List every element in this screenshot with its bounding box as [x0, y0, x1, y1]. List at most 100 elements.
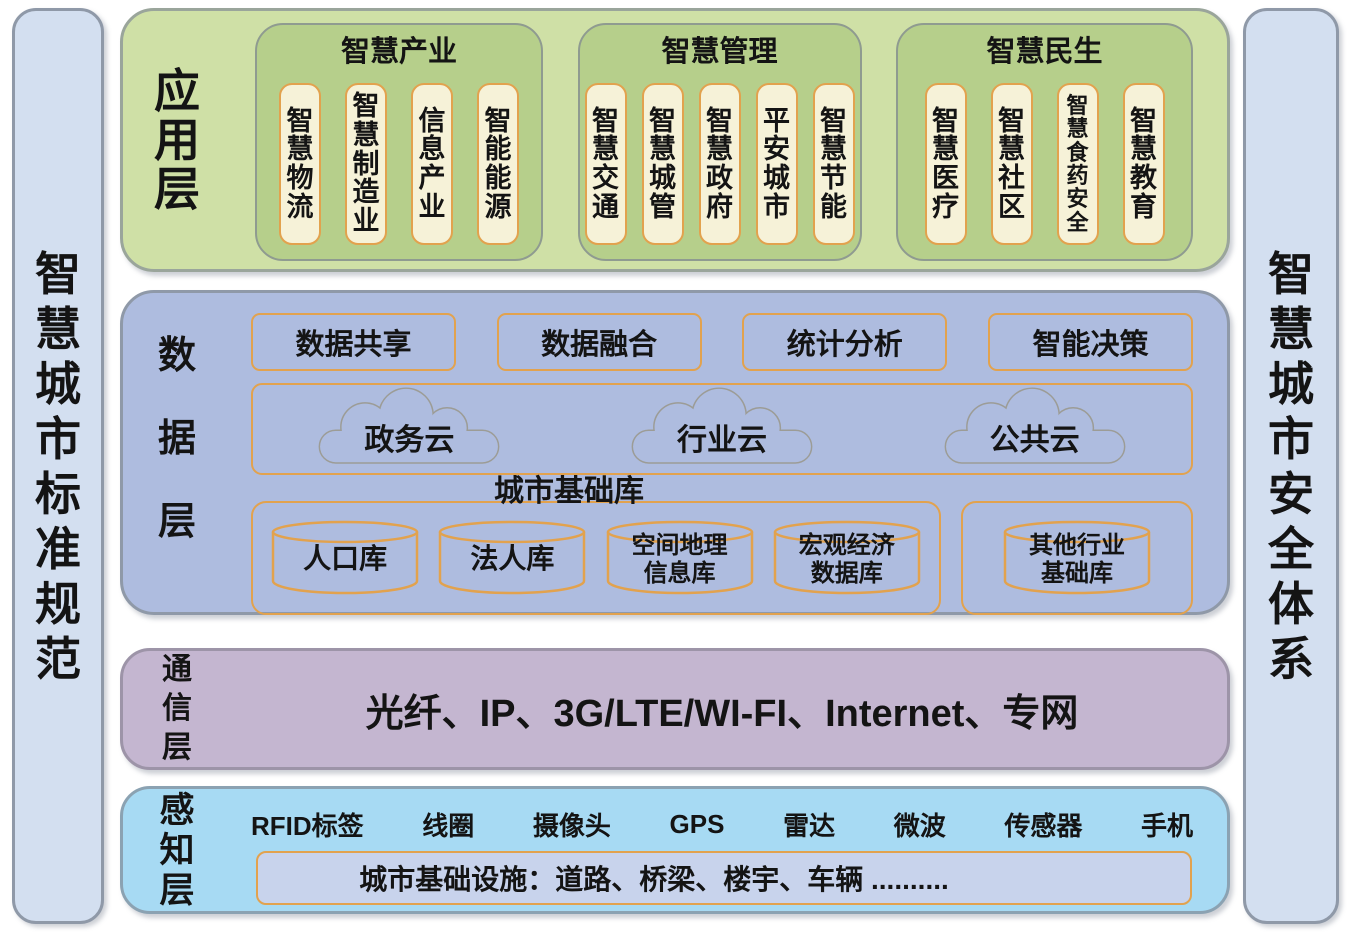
app-group-pills: 智慧交通智慧城管智慧政府平安城市智慧节能 — [584, 83, 855, 245]
vertical-char: 慧 — [35, 302, 81, 355]
application-layer: 应用层 智慧产业智慧物流智慧制造业信息产业智能能源智慧管理智慧交通智慧城管智慧政… — [120, 8, 1230, 272]
infrastructure-box: 城市基础设施：道路、桥梁、楼宇、车辆 .......... — [256, 851, 1192, 905]
vertical-char: 城 — [649, 163, 676, 193]
communication-layer: 通信层 光纤、IP、3G/LTE/WI-FI、Internet、专网 — [120, 648, 1230, 770]
left-pillar-label: 智慧城市标准规范 — [35, 251, 81, 682]
database-cylinder: 其他行业基础库 — [1002, 519, 1152, 597]
vertical-char: 层 — [159, 870, 195, 910]
vertical-char: 业 — [418, 191, 446, 222]
app-item-label: 智慧社区 — [998, 107, 1025, 221]
app-item-pill: 信息产业 — [411, 83, 453, 245]
vertical-char: 教 — [1130, 163, 1157, 193]
vertical-char: 慧 — [1066, 116, 1089, 142]
perception-layer-label: 感知层 — [123, 789, 231, 911]
app-item-label: 智慧城管 — [649, 107, 676, 221]
vertical-char: 规 — [35, 577, 81, 630]
database-label-line: 信息库 — [643, 559, 716, 587]
vertical-char: 产 — [418, 163, 446, 193]
app-item-pill: 智慧节能 — [812, 83, 855, 245]
perception-device-label: 微波 — [893, 810, 946, 841]
app-item-pill: 智慧医疗 — [924, 83, 967, 245]
vertical-char: 智 — [932, 105, 959, 136]
vertical-char: 据 — [157, 417, 196, 460]
cloud-label: 公共云 — [989, 424, 1080, 457]
vertical-char: 智 — [998, 105, 1025, 136]
vertical-char: 数 — [157, 334, 196, 377]
perception-device-label: 传感器 — [1004, 810, 1083, 841]
vertical-char: 通 — [592, 191, 619, 222]
app-group-title: 智慧产业 — [340, 36, 457, 68]
vertical-char: 节 — [820, 163, 847, 193]
infrastructure-text: 城市基础设施：道路、桥梁、楼宇、车辆 .......... — [359, 864, 949, 895]
app-item-label: 信息产业 — [419, 107, 446, 221]
city-base-database-label: 城市基础库 — [494, 475, 644, 508]
vertical-char: 疗 — [932, 191, 959, 222]
vertical-char: 源 — [484, 191, 512, 222]
vertical-char: 城 — [35, 357, 81, 410]
vertical-char: 感 — [159, 790, 195, 830]
vertical-char: 能 — [484, 163, 512, 193]
app-group-3: 智慧民生智慧医疗智慧社区智慧食药安全智慧教育 — [896, 23, 1193, 261]
vertical-char: 物 — [286, 163, 314, 193]
cloud-shape: 公共云 — [920, 386, 1150, 472]
vertical-char: 智 — [706, 105, 733, 136]
vertical-char: 应 — [154, 65, 200, 117]
data-function-box: 智能决策 — [987, 313, 1193, 371]
database-cylinder: 法人库 — [437, 519, 587, 597]
communication-technologies: 光纤、IP、3G/LTE/WI-FI、Internet、专网 — [365, 692, 1079, 735]
vertical-char: 层 — [162, 731, 192, 764]
right-pillar-security: 智慧城市安全体系 — [1243, 8, 1339, 924]
app-item-pill: 智慧教育 — [1122, 83, 1165, 245]
app-item-pill: 智能能源 — [477, 83, 519, 245]
perception-device-label: GPS — [669, 808, 725, 839]
database-label-line: 宏观经济 — [798, 532, 895, 559]
cloud-platform-box: 政务云行业云公共云 — [251, 383, 1193, 475]
vertical-char: 区 — [998, 191, 1025, 222]
app-item-pill: 智慧城管 — [641, 83, 684, 245]
vertical-char: 育 — [1130, 191, 1157, 222]
vertical-char: 药 — [1066, 163, 1089, 188]
vertical-char: 制 — [352, 148, 380, 179]
vertical-char: 慧 — [286, 134, 314, 165]
vertical-char: 食 — [1066, 139, 1089, 165]
database-cylinder: 宏观经济数据库 — [772, 519, 922, 597]
app-item-pill: 平安城市 — [755, 83, 798, 245]
vertical-char: 准 — [35, 522, 81, 575]
perception-device-label: 线圈 — [422, 810, 475, 841]
perception-device-label: 手机 — [1140, 810, 1193, 841]
vertical-char: 府 — [706, 191, 733, 222]
vertical-char: 用 — [154, 114, 200, 166]
communication-layer-label: 通信层 — [123, 651, 231, 767]
app-group-1: 智慧产业智慧物流 智慧制造业 信息产业 智能能源 — [255, 23, 543, 261]
vertical-char: 社 — [998, 163, 1025, 193]
vertical-char: 智 — [592, 105, 619, 136]
vertical-char: 能 — [820, 191, 847, 222]
vertical-char: 市 — [763, 191, 790, 222]
vertical-char: 层 — [157, 500, 196, 543]
vertical-char: 慧 — [649, 134, 676, 165]
app-item-pill: 智慧制造业 — [345, 83, 387, 245]
cloud-label: 政务云 — [364, 424, 455, 457]
vertical-char: 慧 — [352, 120, 380, 151]
database-cylinder: 人口库 — [270, 519, 420, 597]
vertical-char: 慧 — [592, 134, 619, 165]
vertical-char: 标 — [35, 467, 81, 520]
vertical-char: 慧 — [932, 134, 959, 165]
vertical-char: 智 — [1268, 247, 1314, 300]
app-item-label: 智慧节能 — [820, 107, 847, 221]
app-item-pill: 智慧物流 — [279, 83, 321, 245]
vertical-char: 市 — [1268, 412, 1314, 465]
app-item-label: 智慧物流 — [287, 107, 314, 221]
database-label-line: 空间地理 — [631, 532, 728, 559]
database-label-line: 数据库 — [810, 559, 883, 587]
database-label: 法人库 — [437, 545, 587, 573]
vertical-char: 安 — [763, 134, 790, 165]
vertical-char: 系 — [1268, 632, 1314, 685]
vertical-char: 安 — [1066, 186, 1089, 212]
base-databases-box: 人口库法人库 空间地理信息库 宏观经济数据库 — [251, 501, 941, 615]
vertical-char: 城 — [1268, 357, 1314, 410]
app-item-pill: 智慧食药安全 — [1056, 83, 1099, 245]
